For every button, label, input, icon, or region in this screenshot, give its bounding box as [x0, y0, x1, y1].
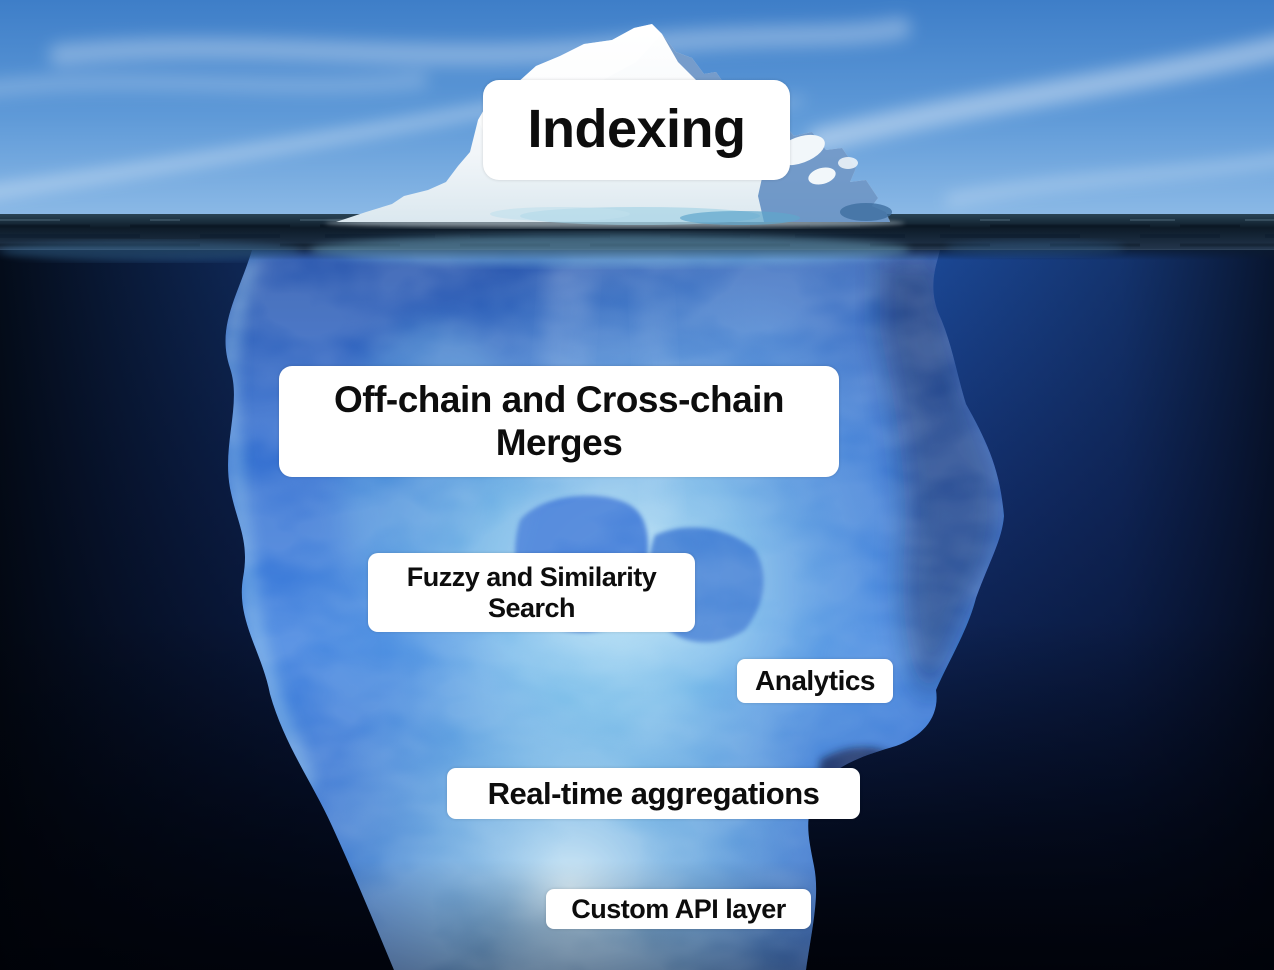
label-fuzzy-similarity-search: Fuzzy and Similarity Search — [368, 553, 695, 632]
submerged-ice-glow — [310, 234, 910, 266]
label-offchain-crosschain-merges: Off-chain and Cross-chain Merges — [279, 366, 839, 477]
water-surface — [0, 214, 1274, 266]
label-realtime-aggregations: Real-time aggregations — [447, 768, 860, 819]
label-custom-api-layer: Custom API layer — [546, 889, 811, 929]
label-analytics: Analytics — [737, 659, 893, 703]
iceberg-base-ice — [490, 203, 892, 225]
label-indexing: Indexing — [483, 80, 790, 180]
